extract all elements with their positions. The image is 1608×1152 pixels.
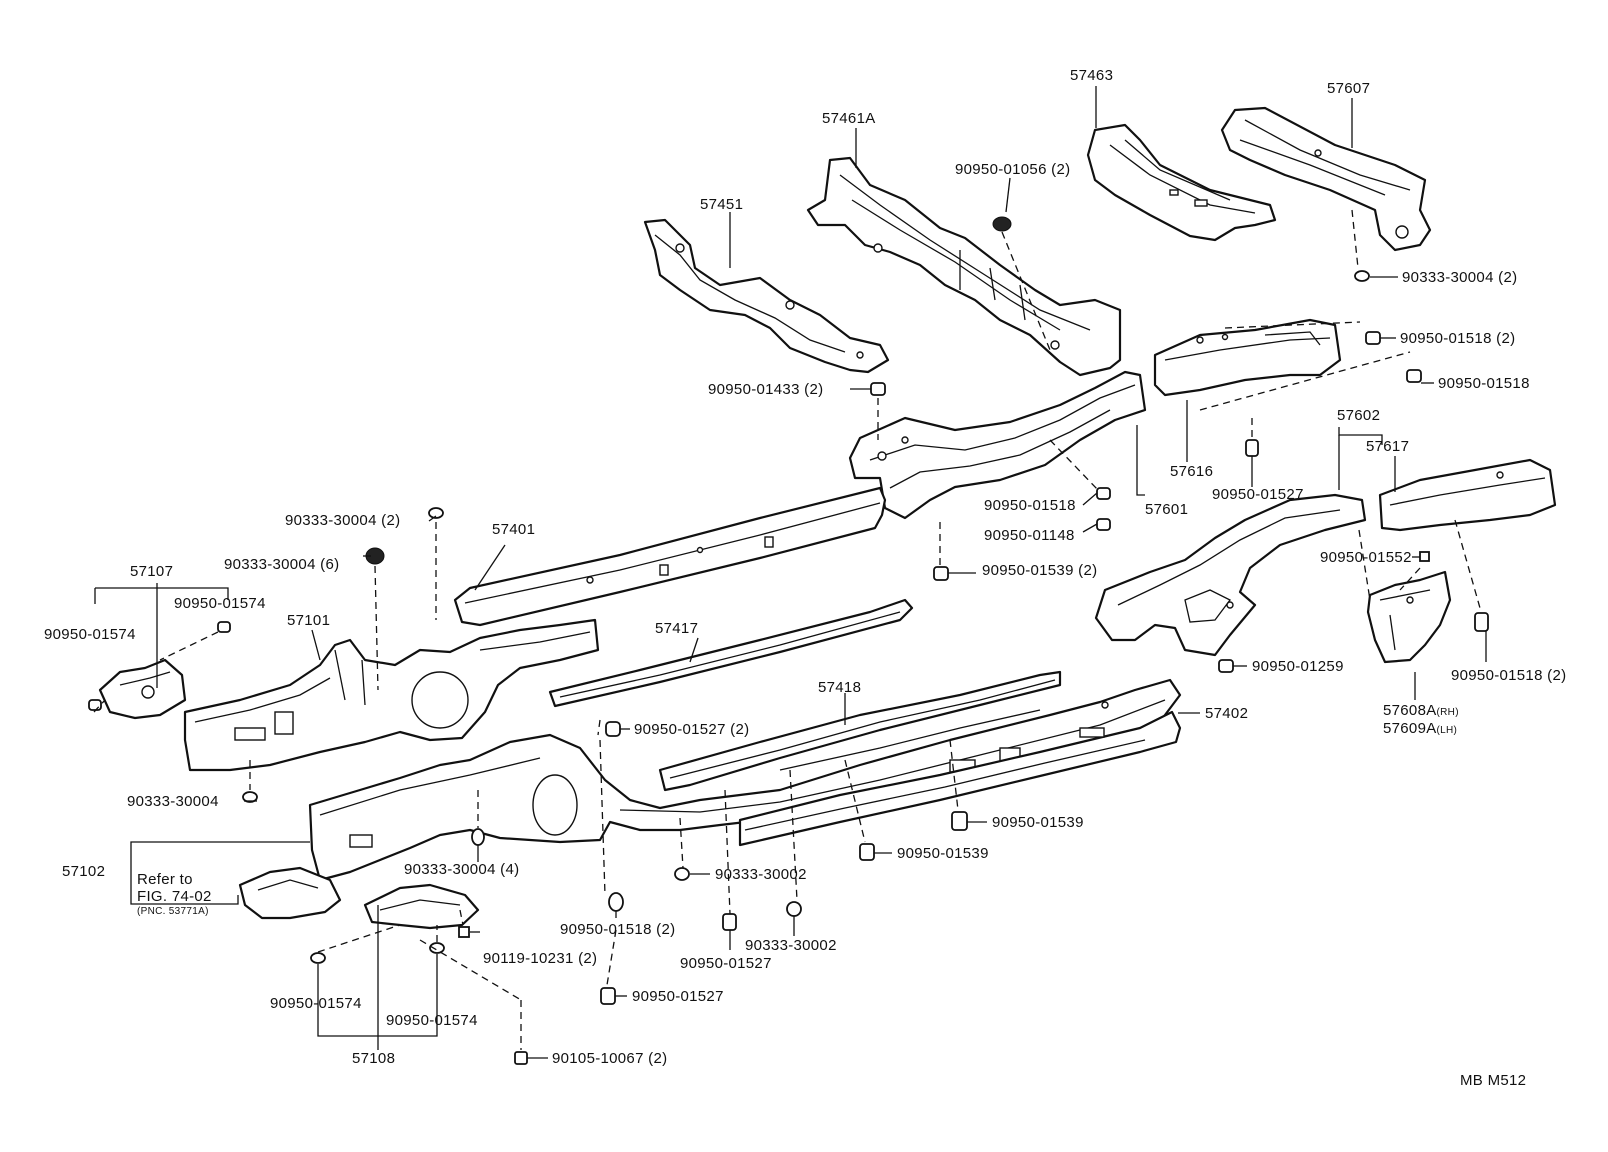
label-90950-01259: 90950-01259 (1252, 658, 1344, 675)
label-90950-01574-a: 90950-01574 (174, 595, 266, 612)
part-57451-shape (643, 218, 890, 374)
label-57401: 57401 (492, 521, 535, 538)
label-57608A: 57608A(RH) (1383, 702, 1459, 719)
label-90950-01574-d: 90950-01574 (386, 1012, 478, 1029)
label-57418: 57418 (818, 679, 861, 696)
part-57418-shape (658, 670, 1062, 792)
label-57101: 57101 (287, 612, 330, 629)
part-57402-shape (738, 710, 1182, 847)
label-refer-to: Refer to (137, 871, 193, 888)
label-57463: 57463 (1070, 67, 1113, 84)
label-90950-01539-a: 90950-01539 (992, 814, 1084, 831)
part-57608A-shape (1366, 570, 1452, 664)
leader-lines (94, 86, 1487, 1059)
label-90950-01518-2-right: 90950-01518 (2) (1451, 667, 1566, 684)
part-57101-shape (183, 618, 600, 772)
label-90333-30004-top: 90333-30004 (2) (1402, 269, 1517, 286)
part-57616-shape (1153, 318, 1342, 397)
part-57617-shape (1378, 458, 1557, 532)
label-90333-30004-6: 90333-30004 (6) (224, 556, 339, 573)
label-57417: 57417 (655, 620, 698, 637)
label-pnc-ref: (PNC. 53771A) (137, 906, 209, 917)
label-90950-01518-mid: 90950-01518 (984, 497, 1076, 514)
part-57107-shape (98, 658, 187, 720)
label-90950-01539-2: 90950-01539 (2) (982, 562, 1097, 579)
label-57601: 57601 (1145, 501, 1188, 518)
label-90950-01527-low: 90950-01527 (680, 955, 772, 972)
label-57616: 57616 (1170, 463, 1213, 480)
label-57607: 57607 (1327, 80, 1370, 97)
label-90333-30002-a: 90333-30002 (715, 866, 807, 883)
label-57102: 57102 (62, 863, 105, 880)
label-90333-30004-left: 90333-30004 (2) (285, 512, 400, 529)
label-57402: 57402 (1205, 705, 1248, 722)
part-57601-shape (848, 370, 1147, 520)
label-90950-01552: 90950-01552 (1320, 549, 1412, 566)
label-90950-01527-2: 90950-01527 (2) (634, 721, 749, 738)
label-90950-01527-right: 90950-01527 (1212, 486, 1304, 503)
label-90333-30002-b: 90333-30002 (745, 937, 837, 954)
label-90333-30004-single: 90333-30004 (127, 793, 219, 810)
label-fig-ref: FIG. 74-02 (137, 888, 212, 905)
label-90950-01056: 90950-01056 (2) (955, 161, 1070, 178)
label-90333-30004-4: 90333-30004 (4) (404, 861, 519, 878)
label-57451: 57451 (700, 196, 743, 213)
label-57107: 57107 (130, 563, 173, 580)
dashed-assembly-lines (93, 209, 1481, 1050)
label-57108: 57108 (352, 1050, 395, 1067)
part-57607-shape (1220, 106, 1432, 252)
part-57461A-shape (806, 156, 1122, 377)
label-90950-01539-b: 90950-01539 (897, 845, 989, 862)
part-57417-shape (548, 598, 914, 708)
fasteners (88, 216, 1489, 1065)
label-90950-01527-bottom: 90950-01527 (632, 988, 724, 1005)
part-labels: 57463 57607 57461A 90950-01056 (2) 57451… (44, 67, 1566, 1089)
label-90950-01518-right: 90950-01518 (1438, 375, 1530, 392)
part-57108-shape (363, 883, 480, 930)
label-90950-01574-b: 90950-01574 (44, 626, 136, 643)
label-90105-10067: 90105-10067 (2) (552, 1050, 667, 1067)
label-90950-01433: 90950-01433 (2) (708, 381, 823, 398)
bracket-plate-74-02-shape (238, 866, 342, 920)
label-57602: 57602 (1337, 407, 1380, 424)
label-57609A: 57609A(LH) (1383, 720, 1457, 737)
part-57602-shape (1094, 493, 1367, 657)
label-57461A: 57461A (822, 110, 876, 127)
label-90950-01148: 90950-01148 (984, 527, 1075, 544)
label-57617: 57617 (1366, 438, 1409, 455)
diagram-code: MB M512 (1460, 1072, 1526, 1089)
label-90950-01574-c: 90950-01574 (270, 995, 362, 1012)
label-90950-01518-2-low: 90950-01518 (2) (560, 921, 675, 938)
label-90950-01518-2-top: 90950-01518 (2) (1400, 330, 1515, 347)
part-57463-shape (1086, 123, 1277, 242)
part-57401-shape (453, 486, 887, 627)
label-90119-10231: 90119-10231 (2) (483, 950, 597, 967)
